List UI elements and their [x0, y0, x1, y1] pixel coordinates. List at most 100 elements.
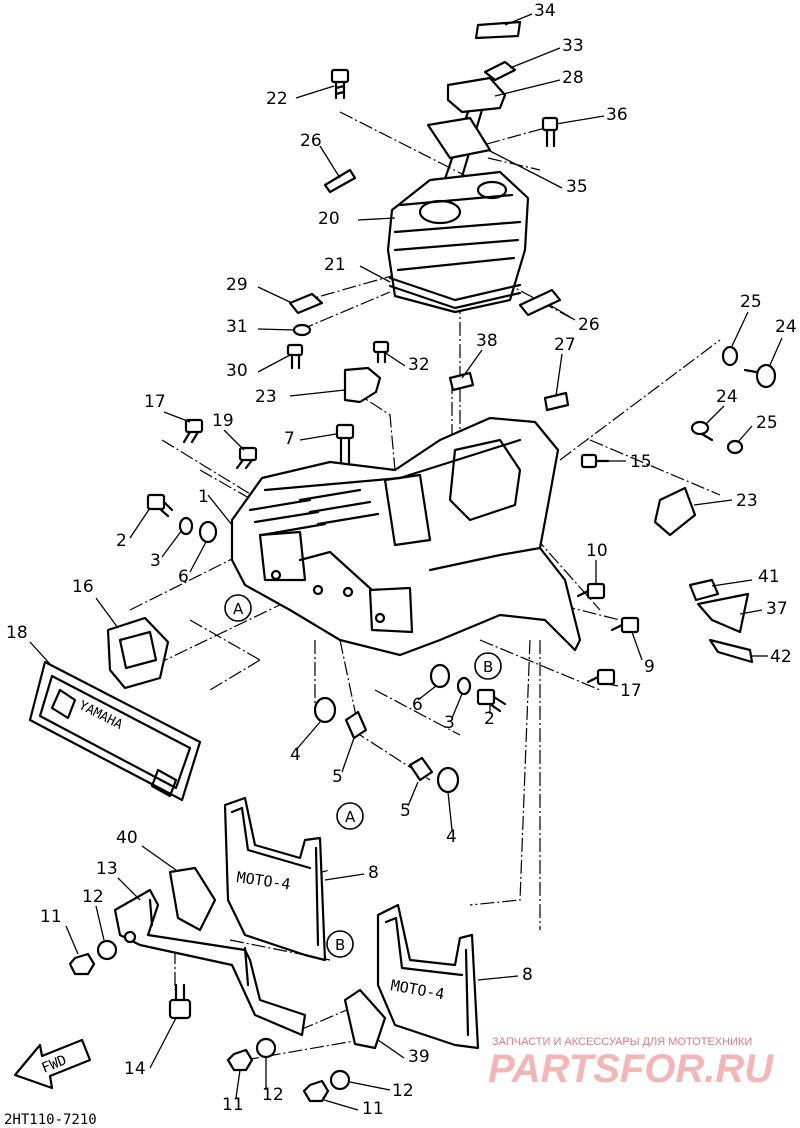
part-39-bracket	[343, 988, 387, 1050]
callout-number: 11	[40, 907, 62, 927]
callout-number: 3	[444, 713, 455, 733]
watermark-logo: PARTSFOR.RU	[488, 1047, 774, 1091]
callout-number: 5	[400, 801, 411, 821]
callout-number: 18	[6, 623, 28, 643]
callout-number: 35	[566, 177, 588, 197]
callout-leader	[504, 13, 533, 26]
part-28-bracket	[446, 76, 507, 114]
part-8-mud-flap-left: MOTO-4	[223, 796, 327, 962]
callout-leader	[29, 641, 51, 665]
callout-leader	[494, 79, 561, 97]
callout-number: 11	[362, 1099, 384, 1119]
part-1-front-fender	[230, 416, 582, 657]
callout-leader	[149, 1017, 177, 1069]
part-3-washer	[178, 516, 194, 536]
part-18-grille: YAMAHA	[28, 660, 202, 802]
part-6-collar	[429, 663, 451, 689]
callout-number: 8	[522, 965, 533, 985]
watermark-caption: ЗАПЧАСТИ И АКСЕССУАРЫ ДЛЯ МОТОТЕХНИКИ	[492, 1036, 752, 1048]
part-35-plate	[426, 116, 492, 160]
callout-leader	[223, 429, 245, 451]
ref-marker: A	[233, 600, 244, 618]
part-3-washer	[456, 676, 472, 696]
callout-number: 6	[412, 695, 423, 715]
callout-leader	[257, 354, 291, 373]
part-36-bolt	[541, 116, 559, 148]
callout-number: 15	[630, 452, 652, 472]
part-11-nut	[68, 952, 96, 976]
callout-number: 20	[318, 209, 340, 229]
callout-leader	[357, 217, 396, 221]
callout-number: 31	[226, 317, 248, 337]
part-13-stay	[113, 888, 307, 1037]
callout-number: 12	[392, 1081, 414, 1101]
ref-marker: B	[335, 936, 345, 954]
callout-leader	[349, 1081, 391, 1091]
part-19-bolt	[235, 446, 258, 470]
part-37-label	[696, 592, 750, 634]
callout-number: 12	[262, 1085, 284, 1105]
callout-number: 23	[736, 491, 758, 511]
callout-leader	[407, 781, 419, 807]
callout-leader	[161, 529, 183, 558]
callout-leader	[383, 351, 406, 367]
callout-number: 24	[775, 317, 797, 337]
callout-leader	[95, 597, 119, 629]
callout-number: 3	[150, 551, 161, 571]
part-6-collar	[198, 520, 218, 544]
callout-leader	[693, 499, 733, 506]
callout-number: 37	[766, 599, 788, 619]
callout-leader	[319, 145, 341, 179]
callout-leaders	[29, 13, 783, 1111]
callout-number: 4	[446, 827, 457, 847]
callout-leader	[129, 507, 151, 539]
callout-leader	[549, 304, 576, 321]
part-11-nut	[302, 1079, 330, 1103]
ref-marker: B	[483, 658, 493, 676]
callout-number: 10	[586, 541, 608, 561]
callout-leader	[235, 1069, 241, 1099]
callout-number: 33	[562, 36, 584, 56]
part-34-plate	[474, 20, 522, 40]
part-21-gasket	[388, 276, 522, 310]
part-2-bolt	[146, 493, 174, 518]
part-2-bolt	[476, 688, 507, 713]
callout-number: 40	[116, 828, 138, 848]
part-12-washer	[329, 1069, 351, 1091]
callout-number: 14	[124, 1059, 146, 1079]
callout-number: 6	[178, 567, 189, 587]
part-8-mud-flap-right: MOTO-4	[376, 903, 480, 1050]
callout-leader	[163, 411, 191, 423]
callout-number: 24	[716, 387, 738, 407]
callout-leader	[117, 877, 141, 901]
callout-leader	[207, 494, 233, 526]
part-17-bolt	[586, 668, 616, 686]
callout-leader	[769, 337, 783, 366]
callout-number: 4	[290, 745, 301, 765]
callout-leader	[377, 1039, 405, 1059]
callout-leader	[607, 683, 619, 687]
callout-number: 23	[255, 387, 277, 407]
callout-number: 19	[212, 411, 234, 431]
fwd-arrow: FWD	[13, 1038, 92, 1090]
callout-leader	[477, 975, 519, 981]
callout-number: 26	[578, 315, 600, 335]
part-25-washer	[726, 439, 744, 455]
callout-leader	[289, 389, 346, 397]
callout-leader	[731, 311, 749, 347]
callout-number: 1	[198, 487, 209, 507]
callout-leader	[451, 693, 463, 719]
callout-number: 9	[644, 657, 655, 677]
callout-number: 28	[562, 68, 584, 88]
part-16-headlight	[106, 616, 170, 690]
part-10-bolt	[576, 582, 606, 600]
part-25-washer	[721, 345, 739, 367]
callout-number: 26	[300, 131, 322, 151]
callout-number: 36	[606, 105, 628, 125]
callout-number: 27	[554, 335, 576, 355]
part-12-washer	[255, 1037, 277, 1059]
callout-leader	[705, 405, 725, 425]
part-24-rivet	[690, 420, 714, 442]
callout-number: 13	[96, 859, 118, 879]
